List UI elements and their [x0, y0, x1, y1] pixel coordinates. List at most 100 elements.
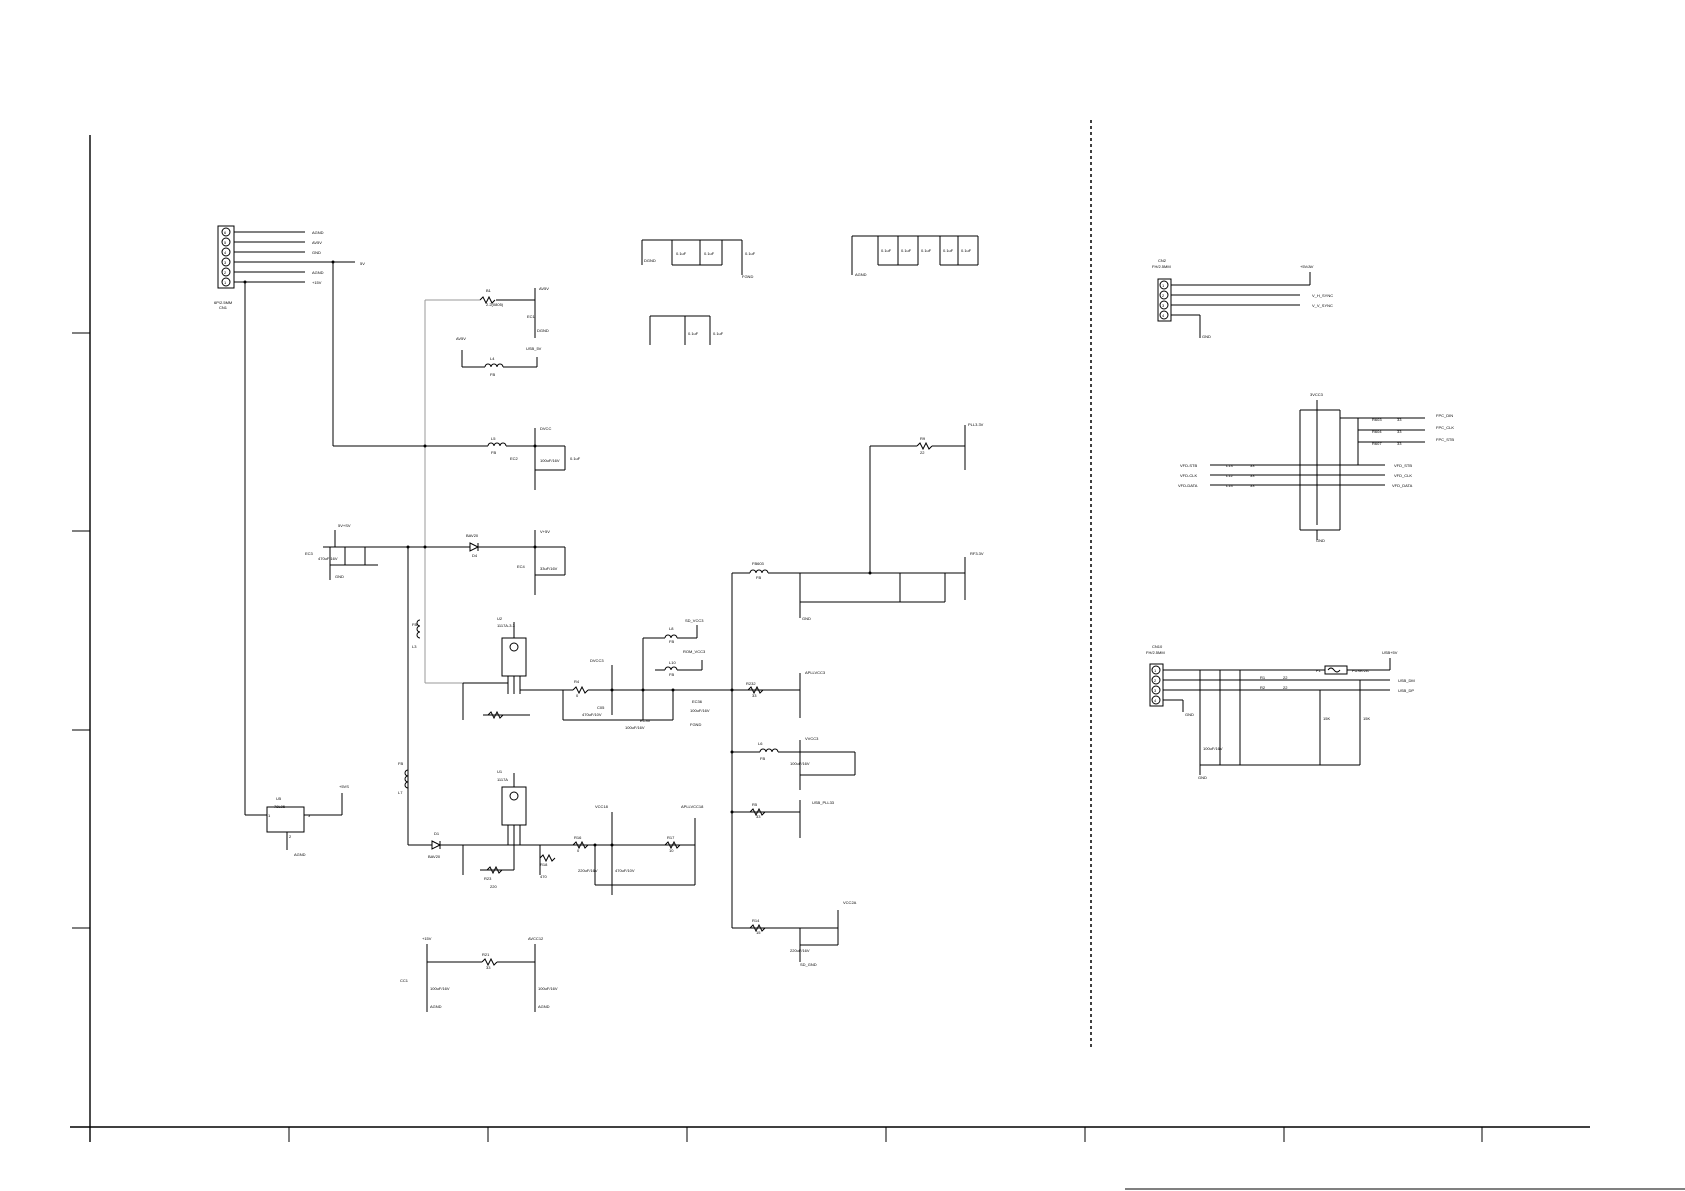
- net-label: APLLVCC3: [805, 670, 826, 675]
- pin-label: 3: [1162, 303, 1165, 308]
- value-label: 100uF/16V: [540, 458, 560, 463]
- input-cap: 5V+SV 470uF/16V EC3 GND: [305, 523, 378, 580]
- pin-label: 3: [1154, 688, 1157, 693]
- value-label: 15: [756, 930, 761, 935]
- ref-label: CN2: [1158, 258, 1167, 263]
- ref-label: R2: [1260, 685, 1266, 690]
- pin-label: 3: [224, 260, 227, 265]
- ldo-net-1: R4 0 DVCC3 C05 470uF/10V EC30 100uF/16V …: [462, 658, 740, 730]
- net-label: VFD-CLK: [1180, 473, 1197, 478]
- value-label: FB: [756, 575, 761, 580]
- net-label: AGND: [312, 270, 324, 275]
- ref-label: R9: [920, 436, 926, 441]
- value-label: 0.1uF: [704, 251, 715, 256]
- value-label: 220uF/16V: [790, 948, 810, 953]
- net-label: VFD_STB: [1394, 463, 1412, 468]
- pin-label: 1: [224, 280, 227, 285]
- ref-label: R18: [540, 862, 548, 867]
- value-label: 22: [920, 450, 925, 455]
- net-label: +15V: [312, 280, 322, 285]
- part-label: FH/2.5MM: [1146, 650, 1165, 655]
- value-label: 220uF/16V: [578, 868, 598, 873]
- value-label: FB: [669, 672, 674, 677]
- net-label: USB_DM: [1398, 678, 1415, 683]
- ref-label: R604: [1372, 429, 1382, 434]
- net-label: AGND: [294, 852, 306, 857]
- net-label: +5VS: [339, 784, 349, 789]
- decoupling-group-2: 0.1uF 0.1uF 0.1uF 0.1uF 0.1uF AGND: [851, 235, 979, 277]
- net-label: GND: [335, 574, 344, 579]
- power-connector: 6 5 4 3 2 1 AGND AV5V GND AGND +15V 5V 6…: [214, 225, 365, 310]
- value-label: 100uF/16V: [430, 986, 450, 991]
- ref-label: R21: [482, 952, 490, 957]
- ref-label: R603: [1372, 417, 1382, 422]
- net-label: V_H_SYNC: [1312, 293, 1333, 298]
- value-label: 0.1uF: [713, 331, 724, 336]
- ref-label: U1: [497, 769, 503, 774]
- net-label: VFD_CLK: [1394, 473, 1412, 478]
- vfd-interface: 3VCC3 R603 33 FPC_DIN R604 33 FPC_CLK R6…: [1178, 392, 1454, 543]
- net-label: APLLVCC18: [681, 804, 704, 809]
- value-label: 100uF/16V: [790, 761, 810, 766]
- net-label: GND: [1202, 334, 1211, 339]
- value-label: 33uF/16V: [540, 566, 558, 571]
- pin-label: 1: [1154, 668, 1157, 673]
- net-label: V+5V: [540, 529, 550, 534]
- vin-filter: B1 2.2(0805) AV5V EC1 DGND: [479, 286, 549, 338]
- net-label: USB_PLL33: [812, 800, 835, 805]
- value-label: 470uF/16V: [318, 556, 338, 561]
- value-label: 33: [1397, 441, 1402, 446]
- value-label: 100uF/16V: [690, 708, 710, 713]
- net-label: DVCC3: [590, 658, 604, 663]
- pin-label: 2: [1154, 678, 1157, 683]
- part-label: 1117A-3.3: [497, 623, 516, 628]
- pin-label: 2: [289, 834, 292, 839]
- net-label: FPC_DIN: [1436, 413, 1453, 418]
- pin-label: 6: [224, 230, 227, 235]
- value-label: 33: [1250, 463, 1255, 468]
- reg-u2: U2 1117A-3.3: [497, 616, 527, 694]
- net-label: AGND: [855, 272, 867, 277]
- net-label: 3VCC3: [1310, 392, 1324, 397]
- net-label: VCC18: [595, 804, 609, 809]
- value-label: 33: [1250, 483, 1255, 488]
- net-label: GND: [802, 616, 811, 621]
- net-label: SD_GND: [800, 962, 817, 967]
- net-label: V_V_SYNC: [1312, 303, 1333, 308]
- value-label: 0: [576, 693, 579, 698]
- net-label: FGND: [690, 722, 701, 727]
- value-label: 100uF/16V: [625, 725, 645, 730]
- ref-label: L4: [490, 356, 495, 361]
- value-label: 0.1uF: [943, 248, 954, 253]
- ldo-net-2: R16 0 R17 10 VCC18 APLLVCC18 R18 470 R23…: [462, 804, 704, 895]
- ref-label: L3: [412, 644, 417, 649]
- ref-label: EC2: [510, 456, 519, 461]
- value-label: 22: [1283, 685, 1288, 690]
- net-label: AGND: [538, 1004, 550, 1009]
- value-label: 10: [669, 848, 674, 853]
- net-label: DGND: [537, 328, 549, 333]
- av-rc-filter: +15V AVCC12 R21 33 CC1 100uF/16V 100uF/1…: [400, 936, 558, 1012]
- value-label: 33: [486, 965, 491, 970]
- ref-label: B1: [486, 288, 492, 293]
- ref-label: R23: [484, 876, 492, 881]
- value-label: FB: [491, 450, 496, 455]
- net-label: USB_DP: [1398, 688, 1414, 693]
- net-label: AV5V: [539, 286, 549, 291]
- ref-label: U2: [497, 616, 503, 621]
- ref-label: F1: [1316, 668, 1321, 673]
- decoupling-group-1: 0.1uF 0.1uF 0.1uF DGND FGND 0.1uF 0.1uF: [641, 239, 756, 345]
- ref-label: U5: [276, 796, 282, 801]
- net-label: DVCC: [540, 426, 551, 431]
- sheet-frame: [70, 120, 1685, 1190]
- value-label: 33: [752, 693, 757, 698]
- value-label: 0.1uF: [745, 251, 756, 256]
- value-label: 470: [540, 874, 547, 879]
- net-label: FPC_CLK: [1436, 425, 1454, 430]
- distribution-bus: FB603 FB RF3.3V GND R9 22 PLL3.3V R232 3…: [730, 422, 984, 967]
- net-label: USB_5V: [526, 346, 542, 351]
- ref-label: FB603: [752, 561, 765, 566]
- reg-u5: U5 78L05 1 3 2 +5VS AGND: [263, 784, 349, 857]
- net-label: AVCC12: [528, 936, 544, 941]
